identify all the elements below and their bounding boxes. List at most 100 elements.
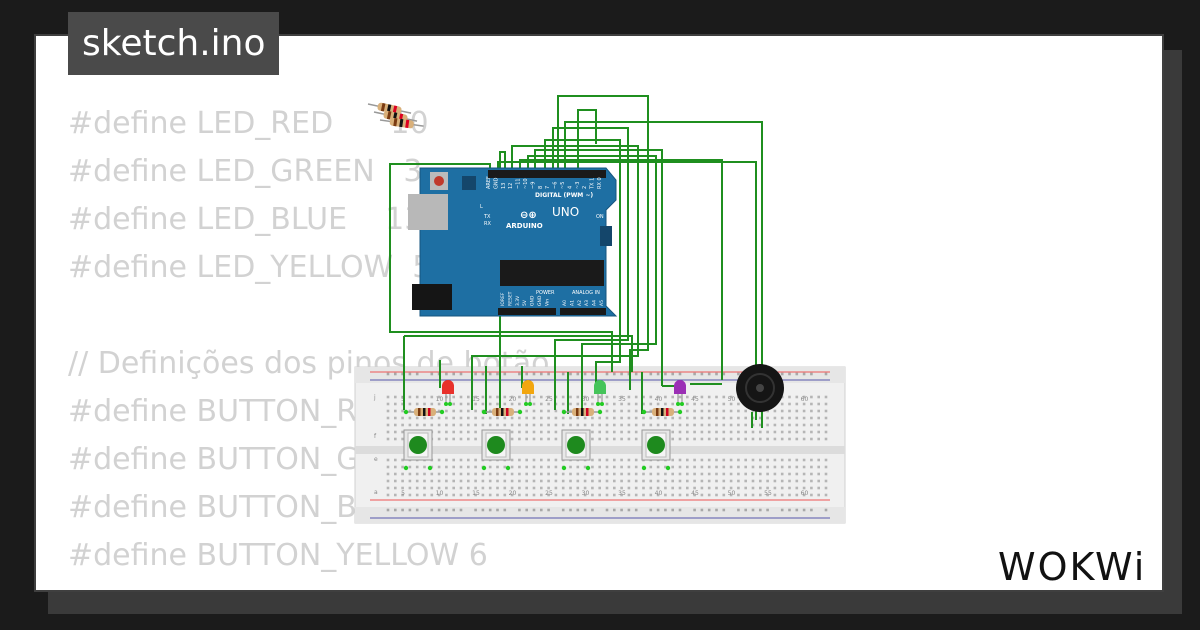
power-header — [498, 308, 556, 315]
digital-label: DIGITAL (PWM ~) — [535, 192, 593, 199]
power-label: POWER — [536, 290, 555, 296]
logo-text: WOKWi — [998, 545, 1146, 588]
wire[interactable] — [497, 161, 757, 420]
digital-pin-label: 2 — [582, 186, 588, 189]
microcontroller-chip — [500, 260, 604, 286]
wokwi-logo[interactable]: WOKWi — [994, 542, 1166, 588]
arduino-infinity-logo: ⊖⊕ — [520, 210, 537, 221]
code-line: #define BUTTON_YELLOW 6 — [68, 538, 488, 573]
digital-pin-label: 8 — [538, 186, 544, 189]
row-label-j: j — [373, 394, 376, 401]
resistor[interactable] — [641, 408, 683, 416]
digital-pin-label: ~10 — [523, 178, 529, 189]
led-green[interactable] — [594, 380, 606, 406]
digital-pin-label: ~6 — [553, 182, 559, 189]
resistor[interactable] — [481, 408, 523, 416]
arduino-brand: ARDUINO — [506, 222, 543, 230]
digital-pin-label: 4 — [567, 186, 573, 189]
column-number: 35 — [618, 490, 626, 497]
reset-button[interactable] — [434, 176, 444, 186]
column-number: 55 — [764, 490, 772, 497]
on-label: ON — [596, 214, 604, 220]
wire[interactable] — [552, 127, 629, 410]
floating-resistors[interactable] — [367, 100, 424, 130]
digital-pin-label: 13 — [501, 183, 507, 189]
column-number: 20 — [509, 490, 517, 497]
wire[interactable] — [389, 163, 613, 372]
buzzer[interactable] — [736, 364, 784, 412]
analog-pin-label: A0 — [562, 300, 568, 306]
push-button[interactable] — [641, 429, 671, 471]
digital-pin-label: ~3 — [575, 182, 581, 189]
column-number: 25 — [545, 396, 553, 403]
led-purple[interactable] — [674, 380, 686, 406]
column-number: 50 — [728, 490, 736, 497]
column-number: 40 — [655, 490, 663, 497]
column-number: 15 — [472, 396, 480, 403]
power-jack — [412, 284, 452, 310]
power-pin-label: 5V — [522, 299, 528, 306]
code-editor: #define LED_RED 10#define LED_GREEN 3#de… — [68, 100, 549, 580]
led-yellow[interactable] — [522, 380, 534, 406]
tx-label: TX — [483, 214, 491, 220]
row-label-a: a — [374, 489, 378, 496]
file-tab[interactable]: sketch.ino — [68, 12, 280, 75]
push-button[interactable] — [403, 429, 433, 471]
analog-pin-label: A1 — [569, 300, 575, 306]
power-pin-label: 3.3V — [515, 295, 521, 306]
digital-pin-label: 12 — [508, 183, 514, 189]
analog-pin-label: A5 — [599, 300, 605, 306]
digital-pin-label: GND — [493, 177, 499, 189]
usb-port — [408, 194, 448, 230]
wire[interactable] — [471, 145, 639, 410]
breadboard-components[interactable] — [403, 380, 686, 471]
digital-pin-label: RX 0 — [597, 177, 603, 189]
digital-pin-label: 7 — [545, 186, 551, 189]
wire[interactable] — [577, 109, 597, 172]
analog-header — [560, 308, 606, 315]
power-pin-label: GND — [530, 295, 536, 306]
column-number: 30 — [582, 490, 590, 497]
led-red[interactable] — [442, 380, 454, 406]
row-label-f: f — [374, 433, 377, 440]
wire[interactable] — [519, 159, 723, 380]
column-number: 50 — [728, 396, 736, 403]
column-number: 45 — [691, 490, 699, 497]
power-pin-label: IOREF — [500, 292, 506, 306]
rx-label: RX — [484, 221, 491, 227]
analog-pin-label: A4 — [592, 300, 598, 306]
analog-pin-label: A3 — [584, 300, 590, 306]
analog-label: ANALOG IN — [572, 290, 600, 296]
column-number: 10 — [436, 396, 444, 403]
push-button[interactable] — [561, 429, 591, 471]
column-number: 60 — [801, 396, 809, 403]
power-pin-label: Vin — [544, 299, 550, 306]
column-number: 10 — [436, 490, 444, 497]
resistor[interactable] — [403, 408, 445, 416]
digital-pin-label: AREF — [486, 176, 492, 189]
digital-pin-label: ~5 — [560, 182, 566, 189]
analog-pin-label: A2 — [577, 300, 583, 306]
column-number: 25 — [545, 490, 553, 497]
l-led-label: L — [480, 204, 483, 210]
column-number: 20 — [509, 396, 517, 403]
column-number: 15 — [472, 490, 480, 497]
push-button[interactable] — [481, 429, 511, 471]
resistor[interactable] — [561, 408, 603, 416]
code-line: #define LED_YELLOW 5 — [68, 250, 432, 285]
column-number: 30 — [582, 396, 590, 403]
column-number: 45 — [691, 396, 699, 403]
digital-pin-label: ~11 — [516, 178, 522, 189]
wire[interactable] — [404, 335, 633, 372]
power-pin-label: GND — [537, 295, 543, 306]
row-label-e: e — [374, 456, 378, 463]
code-line: #define LED_BLUE 13 — [68, 202, 424, 237]
digital-pin-label: TX 1 — [590, 178, 596, 190]
digital-pin-label: ~9 — [530, 182, 536, 189]
column-number: 5 — [401, 490, 405, 497]
power-pin-label: RESET — [507, 291, 513, 306]
